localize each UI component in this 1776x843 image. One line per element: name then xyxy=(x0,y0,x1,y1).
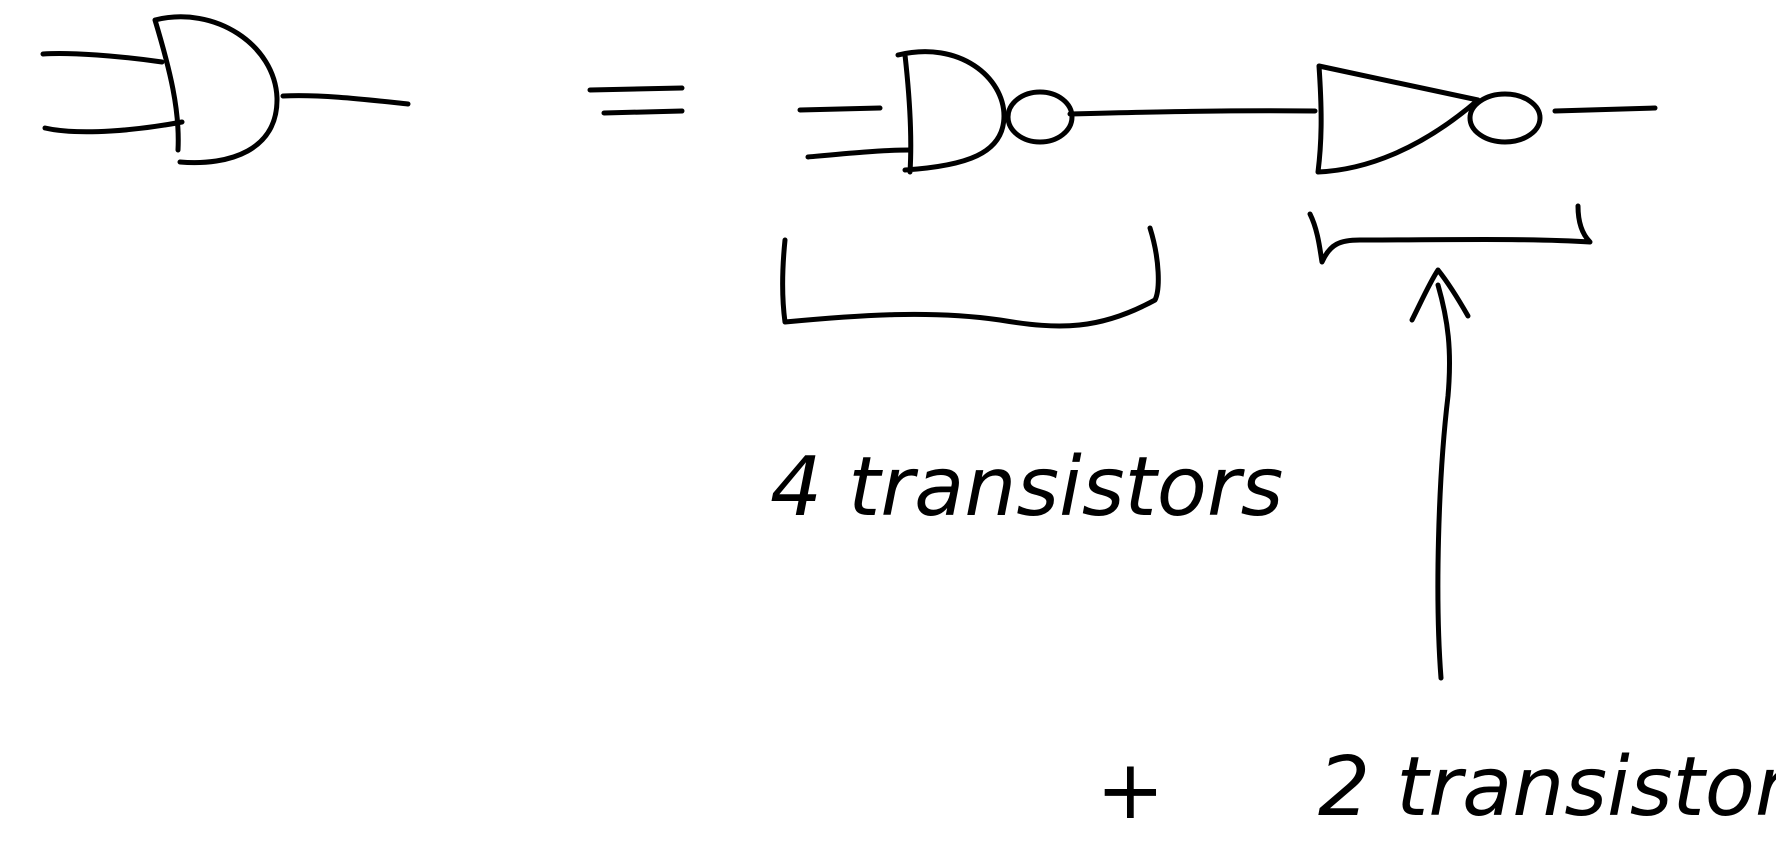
not-gate-body xyxy=(1315,63,1481,175)
wire-nand-to-not xyxy=(1067,108,1318,117)
nand-transistor-count-label: 4 transistors xyxy=(770,440,1283,535)
nand-gate-body xyxy=(895,49,1007,175)
not-gate xyxy=(1315,63,1658,175)
and-gate-input-b xyxy=(42,119,185,135)
plus-sign: + xyxy=(1096,743,1165,838)
and-gate-input-a xyxy=(40,50,165,65)
and-gate-body xyxy=(152,14,280,166)
nand-gate-bubble xyxy=(1005,89,1075,145)
nand-gate-input-b xyxy=(805,147,913,160)
and-gate xyxy=(40,14,411,166)
arrow-to-not-bracket xyxy=(1409,267,1471,681)
and-gate-output xyxy=(280,93,411,107)
not-gate-output xyxy=(1552,105,1658,114)
not-transistor-count-label: 2 transistors xyxy=(1318,740,1776,835)
not-gate-bubble xyxy=(1467,91,1543,145)
nand-gate xyxy=(797,49,1318,175)
equals-sign xyxy=(587,85,685,116)
nand-bracket xyxy=(780,225,1161,329)
nand-gate-input-a xyxy=(797,105,883,113)
not-bracket xyxy=(1307,203,1593,265)
